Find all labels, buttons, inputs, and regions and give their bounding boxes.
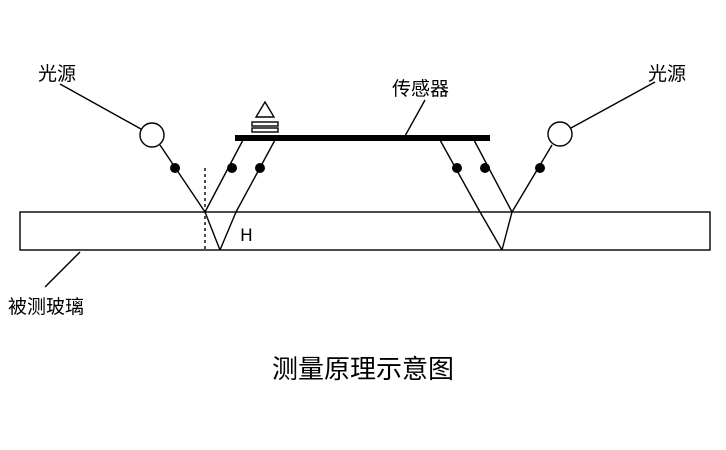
sensor-leader-line	[404, 99, 426, 137]
left-beam-marker	[227, 163, 237, 173]
right-beam-marker	[480, 163, 490, 173]
glass-leader-line	[44, 251, 81, 288]
glass-label: 被测玻璃	[8, 296, 84, 318]
thickness-label: H	[240, 226, 253, 246]
sensor-mount-icon	[251, 100, 279, 133]
left-beam-marker	[170, 163, 180, 173]
right-light-source-label: 光源	[648, 63, 686, 85]
left-light-source-label: 光源	[38, 63, 76, 85]
sensor-label: 传感器	[392, 78, 449, 100]
right-beam-marker	[452, 163, 462, 173]
left-source-leader-line	[59, 83, 142, 130]
right-beam-marker	[535, 163, 545, 173]
left-beam-marker	[255, 163, 265, 173]
glass-plate	[19, 211, 711, 251]
diagram-title: 测量原理示意图	[272, 355, 454, 385]
right-source-leader-line	[570, 81, 656, 129]
right-beam-paths	[439, 139, 553, 251]
left-light-source-icon	[139, 122, 165, 148]
left-beam-paths	[159, 139, 276, 252]
right-light-source-icon	[547, 121, 573, 147]
